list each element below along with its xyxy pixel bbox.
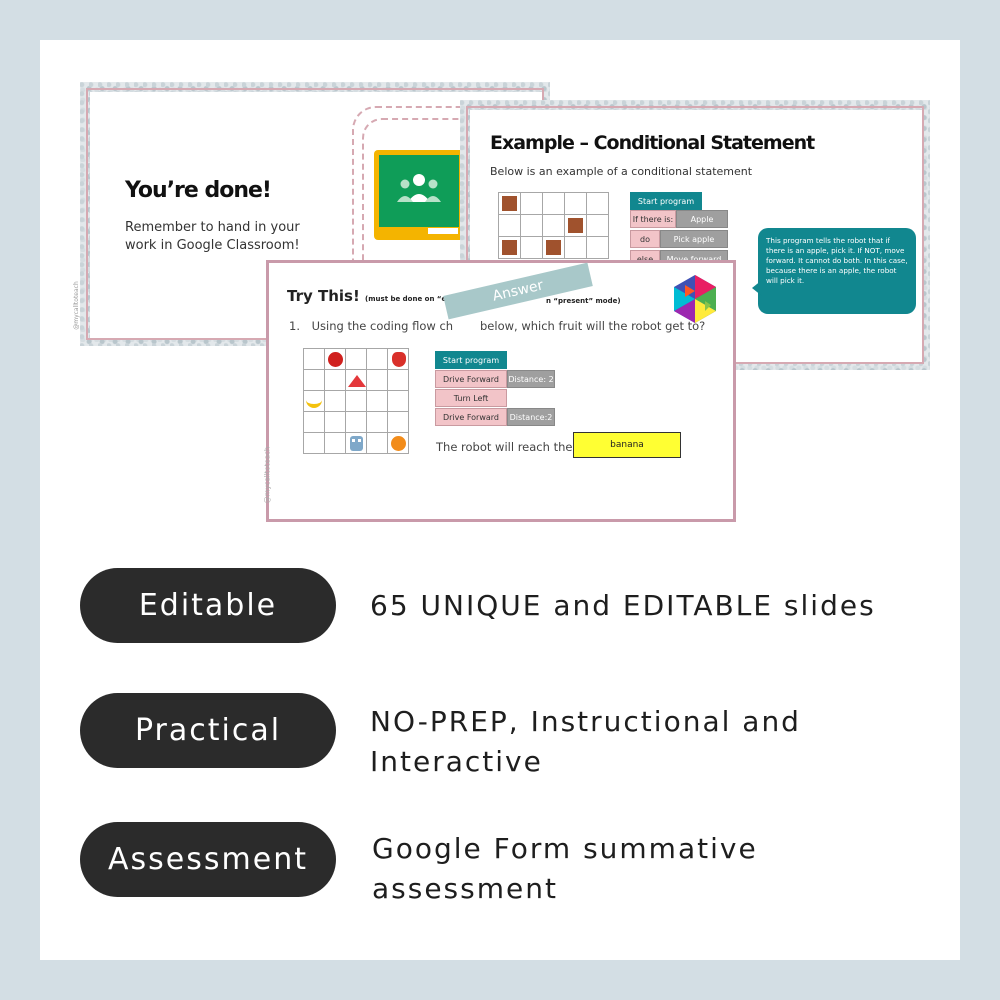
try-step2: Turn Left [435, 389, 507, 407]
pill-editable: Editable [80, 568, 336, 643]
pill-assessment: Assessment [80, 822, 336, 897]
strawberry-icon [392, 352, 406, 367]
try-title-text: Try This! [287, 287, 360, 305]
try-step1-param: Distance: 2 [507, 370, 555, 388]
question-text-b: below, which fruit will the robot get to… [480, 319, 706, 333]
robot-icon [350, 436, 363, 451]
google-classroom-icon [374, 150, 464, 240]
example-speech-bubble: This program tells the robot that if the… [758, 228, 916, 314]
apple-icon [328, 352, 343, 367]
answer-input[interactable]: banana [573, 432, 681, 458]
example-if-value: Apple [676, 210, 728, 228]
feature-practical-line2: Interactive [370, 745, 543, 778]
geometric-logo-icon [674, 275, 716, 323]
feature-assessment-line2: assessment [372, 872, 558, 905]
feature-assessment-text: Google Form summative assessment [372, 829, 758, 909]
try-grid [303, 348, 409, 454]
answer-tag[interactable]: Answer [443, 262, 593, 320]
slide-example-title: Example – Conditional Statement [490, 132, 815, 154]
try-step3: Drive Forward [435, 408, 507, 426]
banana-icon [306, 395, 322, 408]
reach-text: The robot will reach the [436, 440, 573, 454]
slide-done-watermark: @mycalltoteach [72, 281, 80, 330]
try-note-right: n “present” mode) [546, 297, 621, 305]
orange-icon [391, 436, 406, 451]
example-grid [498, 192, 609, 259]
example-do-label: do [630, 230, 660, 248]
watermelon-icon [348, 375, 366, 387]
slide-example-subtitle: Below is an example of a conditional sta… [490, 165, 753, 178]
feature-editable-line1: 65 UNIQUE and EDITABLE slides [370, 589, 876, 622]
try-watermark: @mycalltoteach [263, 446, 272, 504]
slide-done-line2: work in Google Classroom! [125, 238, 300, 253]
slide-done-line1: Remember to hand in your [125, 220, 300, 235]
try-start: Start program [435, 351, 507, 369]
example-start: Start program [630, 192, 702, 210]
slide-done-title: You’re done! [125, 178, 272, 203]
try-note-left: (must be done on “edit” mod [365, 295, 482, 303]
feature-assessment-line1: Google Form summative [372, 832, 758, 865]
question-text-a: Using the coding flow ch [311, 319, 454, 333]
slide-try: Try This! (must be done on “edit” mod n … [263, 260, 736, 522]
example-do-value: Pick apple [660, 230, 728, 248]
question: 1. Using the coding flow ch [289, 319, 453, 333]
feature-practical-text: NO-PREP, Instructional and Interactive [370, 702, 801, 782]
question-number: 1. [289, 319, 300, 333]
feature-editable-text: 65 UNIQUE and EDITABLE slides [370, 586, 876, 626]
try-step3-param: Distance:2 [507, 408, 555, 426]
feature-practical-line1: NO-PREP, Instructional and [370, 705, 801, 738]
pill-practical: Practical [80, 693, 336, 768]
example-if-label: If there is: [630, 210, 676, 228]
try-title: Try This! (must be done on “edit” mod [287, 287, 481, 305]
try-step1: Drive Forward [435, 370, 507, 388]
speech-bubble-tail [752, 280, 762, 296]
